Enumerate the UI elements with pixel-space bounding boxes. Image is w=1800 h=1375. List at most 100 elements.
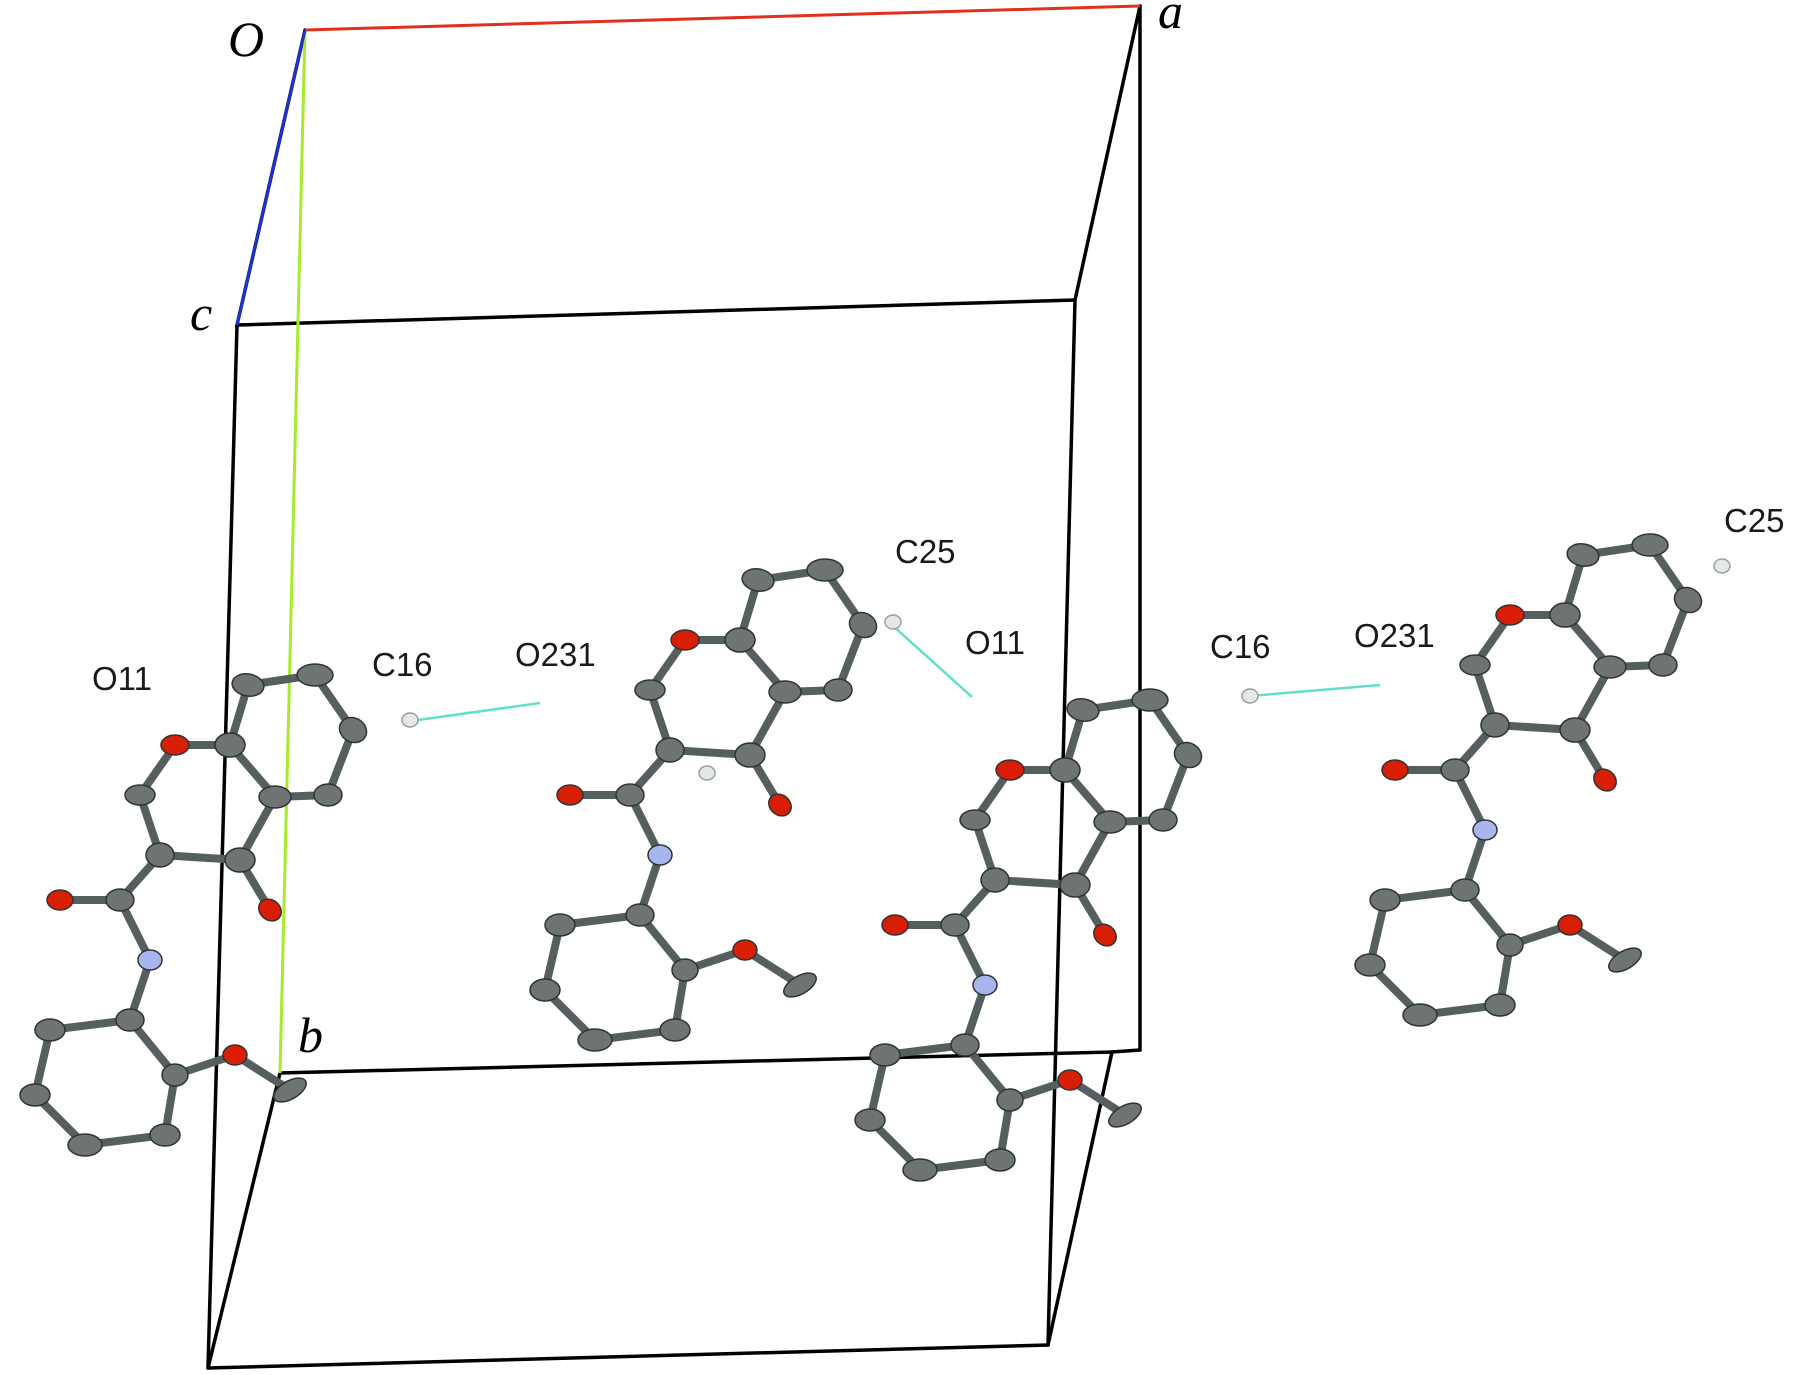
hydrogen-atom: [401, 712, 419, 728]
carbon-atom: [1108, 1102, 1142, 1128]
nitrogen-atom: [137, 949, 163, 971]
carbon-atom: [1148, 808, 1178, 832]
label-right-o231: O231: [1354, 617, 1435, 654]
carbon-atom: [869, 1043, 901, 1067]
carbon-atom: [959, 809, 991, 831]
carbon-atom: [1496, 933, 1524, 957]
nitrogen-atom: [647, 844, 673, 866]
oxygen-atom: [46, 889, 74, 911]
atom-labels: O11 C16 O231 C25 O11 C16 O231 C25: [92, 502, 1785, 697]
carbon-atom: [161, 1063, 189, 1087]
carbon-atom: [615, 783, 645, 807]
carbon-atom: [734, 742, 766, 768]
label-right-c16: C16: [1210, 628, 1271, 665]
axis-b-line: [278, 29, 307, 1074]
oxygen-atom: [1381, 759, 1409, 781]
carbon-atom: [980, 867, 1010, 893]
carbon-atom: [741, 568, 775, 592]
carbon-atom: [1049, 757, 1081, 783]
carbon-atom: [1369, 888, 1401, 912]
carbon-atom: [1059, 872, 1091, 898]
nitrogen-atom: [972, 974, 998, 996]
carbon-atom: [1566, 543, 1600, 567]
carbon-atom: [634, 679, 666, 701]
carbon-atom: [806, 558, 844, 582]
carbon-atom: [823, 678, 853, 702]
carbon-atom: [940, 913, 970, 937]
label-mid-c25: C25: [895, 533, 956, 570]
carbon-atom: [338, 716, 368, 744]
label-right-o11: O11: [965, 624, 1025, 661]
axis-b-label: b: [298, 1007, 323, 1063]
carbon-atom: [1608, 947, 1642, 973]
hydrogen-bonds: [417, 624, 1381, 722]
label-left-o11: O11: [92, 660, 152, 697]
oxygen-atom: [258, 898, 282, 922]
carbon-atom: [950, 1033, 980, 1057]
axis-a-label: a: [1158, 0, 1183, 39]
carbon-atom: [544, 913, 576, 937]
carbon-atom: [231, 673, 265, 697]
carbon-atom: [1480, 712, 1510, 738]
carbon-atom: [724, 627, 756, 653]
carbon-atom: [34, 1018, 66, 1042]
oxygen-atom: [670, 629, 700, 651]
carbon-atom: [1673, 586, 1703, 614]
oxygen-atom: [222, 1044, 248, 1066]
axis-a-line: [304, 4, 1141, 32]
carbon-atom: [1484, 993, 1516, 1017]
oxygen-atom: [768, 793, 792, 817]
cell-edge-back: [234, 4, 1142, 327]
carbon-atom: [1440, 758, 1470, 782]
carbon-atom: [671, 958, 699, 982]
oxygen-atom: [1093, 923, 1117, 947]
cell-edge-front-top: [1046, 298, 1077, 1347]
carbon-atom: [1093, 810, 1127, 834]
carbon-atom: [996, 1088, 1024, 1112]
carbon-atom: [124, 784, 156, 806]
carbon-atom: [529, 978, 561, 1002]
cell-edge-bottom-back: [1110, 1048, 1142, 1054]
carbon-atom: [1459, 654, 1491, 676]
axis-c-label: c: [190, 285, 212, 341]
molecule-middle: [529, 558, 878, 1052]
hbond-c16-o231-right: [1249, 683, 1381, 698]
carbon-atom: [19, 1083, 51, 1107]
carbon-atom: [1173, 741, 1203, 769]
carbon-atom: [783, 972, 817, 998]
carbon-atom: [296, 663, 334, 687]
carbon-atom: [984, 1148, 1016, 1172]
molecule-far-right: [1354, 533, 1703, 1027]
carbon-atom: [1354, 953, 1386, 977]
carbon-atom: [224, 847, 256, 873]
carbon-atom: [659, 1018, 691, 1042]
hbond-c16-o231-left: [417, 701, 541, 722]
carbon-atom: [1402, 1003, 1438, 1027]
molecules: [19, 533, 1731, 1182]
oxygen-atom: [995, 759, 1025, 781]
carbon-atom: [67, 1133, 103, 1157]
axis-c-line: [235, 29, 307, 326]
molecule-left: [19, 663, 368, 1157]
carbon-atom: [848, 611, 878, 639]
carbon-atom: [1549, 602, 1581, 628]
oxygen-atom: [1593, 768, 1617, 792]
hydrogen-atom: [698, 765, 716, 781]
axes: O a b c: [190, 0, 1183, 1074]
carbon-atom: [115, 1008, 145, 1032]
carbon-atom: [1631, 533, 1669, 557]
carbon-atom: [577, 1028, 613, 1052]
carbon-atom: [902, 1158, 938, 1182]
cell-edge-left-vertical: [206, 323, 239, 1370]
carbon-atom: [1131, 688, 1169, 712]
nitrogen-atom: [1472, 819, 1498, 841]
oxygen-atom: [881, 914, 909, 936]
hydrogen-atom: [1713, 558, 1731, 574]
oxygen-atom: [732, 939, 758, 961]
carbon-atom: [258, 785, 292, 809]
axis-origin-label: O: [228, 11, 264, 67]
oxygen-atom: [160, 734, 190, 756]
carbon-atom: [145, 842, 175, 868]
carbon-atom: [313, 783, 343, 807]
